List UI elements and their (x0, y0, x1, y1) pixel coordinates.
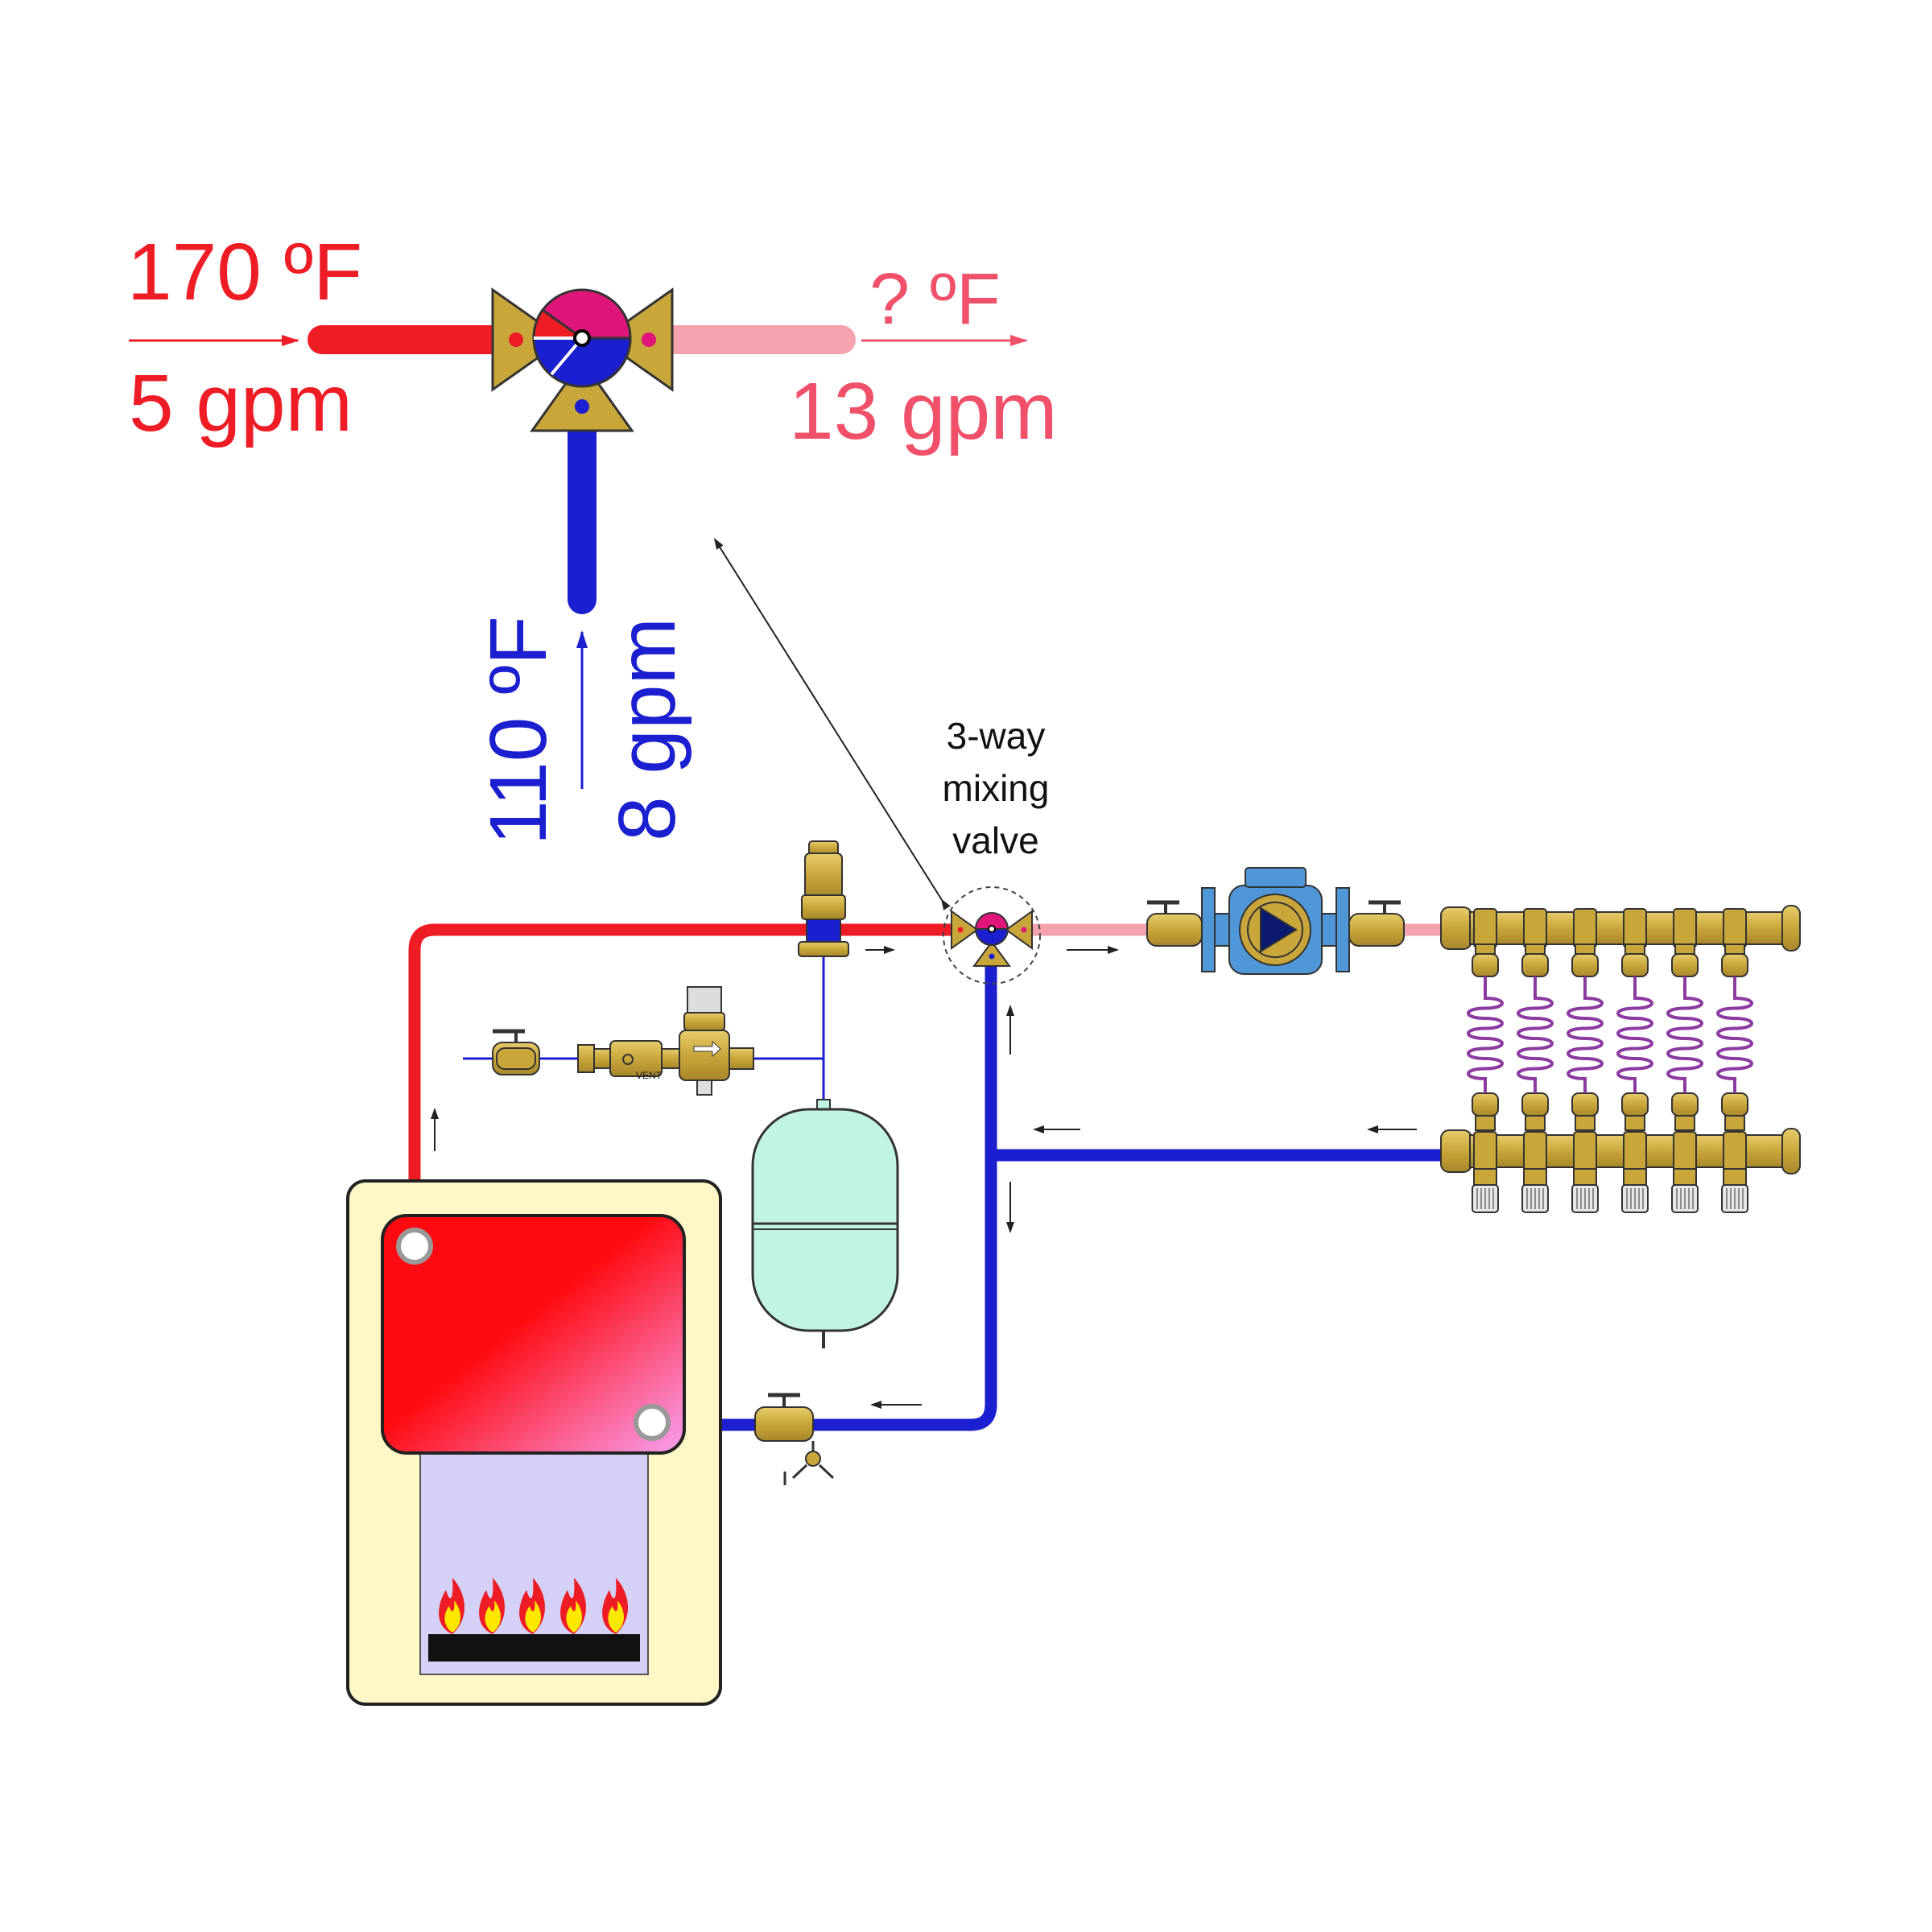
flame-icon (439, 1578, 465, 1634)
flame-icon (602, 1578, 629, 1634)
return-inlet-fitting (1571, 1092, 1599, 1131)
hot-port-dot (509, 332, 523, 347)
cool-flow-label: 8 gpm (602, 617, 692, 841)
circuit-valve-cap (1621, 1168, 1649, 1213)
boiler (346, 1179, 722, 1706)
svg-text:3-way: 3-way (947, 715, 1046, 757)
expansion-tank (751, 1099, 899, 1348)
mixed-port-dot (642, 332, 656, 347)
tubing-loop (1616, 976, 1653, 1093)
mixed-temperature-label: ? ºF (869, 259, 1001, 340)
boiler-drain-valve (754, 1393, 835, 1485)
tubing-loop (1467, 976, 1504, 1093)
supply-outlet-fitting (1571, 943, 1599, 977)
fill-assembly: VENT (492, 986, 754, 1096)
tubing-loop (1567, 976, 1604, 1093)
flow-direction-arrows (431, 946, 1417, 1409)
return-inlet-fitting (1621, 1092, 1649, 1131)
svg-text:mixing: mixing (943, 767, 1050, 809)
inset-valve-body (491, 287, 674, 432)
callout-label: 3-way mixing valve (943, 715, 1050, 861)
callout-leader-line (713, 538, 951, 910)
circuit-valve-cap (1521, 1168, 1549, 1213)
burner-flames (439, 1578, 629, 1634)
mixing-valve (943, 886, 1041, 985)
return-inlet-fitting (1721, 1092, 1748, 1131)
supply-outlet-fitting (1671, 943, 1699, 977)
fill-ball-valve (492, 1029, 540, 1075)
supply-outlet-fitting (1721, 943, 1748, 977)
return-manifold (1440, 1128, 1801, 1174)
flame-icon (519, 1578, 546, 1634)
inset-mixing-valve-detail: 170 ºF 5 gpm ? ºF 13 gpm 110 ºF 8 gpm (127, 227, 1058, 845)
tubing-loop (1716, 976, 1753, 1093)
tubing-loop (1666, 976, 1703, 1093)
pump-direction-icon (1260, 906, 1298, 953)
flame-icon (560, 1578, 587, 1634)
boiler-return-port (634, 1404, 671, 1441)
flame-icon (479, 1578, 506, 1634)
burner-bar (428, 1634, 640, 1662)
return-inlet-fitting (1671, 1092, 1699, 1131)
svg-text:VENT: VENT (636, 1070, 663, 1081)
return-inlet-fitting (1521, 1092, 1549, 1131)
mixed-flow-label: 13 gpm (789, 366, 1058, 456)
air-vent (798, 840, 849, 957)
return-piping (656, 966, 1441, 1431)
circuit-valve-cap (1472, 1168, 1499, 1213)
return-inlet-fitting (1472, 1092, 1499, 1131)
circuit-valve-cap (1571, 1168, 1599, 1213)
circuit-valve-cap (1671, 1168, 1699, 1213)
pump-isolation-valve-left (1146, 900, 1203, 947)
cool-port-dot (575, 399, 589, 414)
supply-outlet-fitting (1472, 943, 1499, 977)
supply-outlet-fitting (1521, 943, 1549, 977)
hot-supply-pipe (408, 923, 958, 1236)
cool-temperature-label: 110 ºF (473, 616, 564, 845)
hot-temperature-label: 170 ºF (127, 227, 362, 317)
tubing-loop (1517, 976, 1554, 1093)
mixing-valve-callout-circle (943, 886, 1041, 985)
radiant-manifold (1440, 905, 1801, 1213)
supply-outlet-fitting (1621, 943, 1649, 977)
circuit-valve-cap (1721, 1168, 1748, 1213)
svg-text:valve: valve (952, 819, 1038, 861)
boiler-supply-port (396, 1228, 433, 1265)
pressure-reducing-valve (679, 986, 754, 1096)
circulator-pump (1146, 867, 1405, 975)
pump-isolation-valve-right (1348, 900, 1405, 947)
hot-flow-label: 5 gpm (129, 358, 353, 448)
heat-exchanger (381, 1214, 686, 1455)
backflow-preventer: VENT (577, 1040, 680, 1081)
